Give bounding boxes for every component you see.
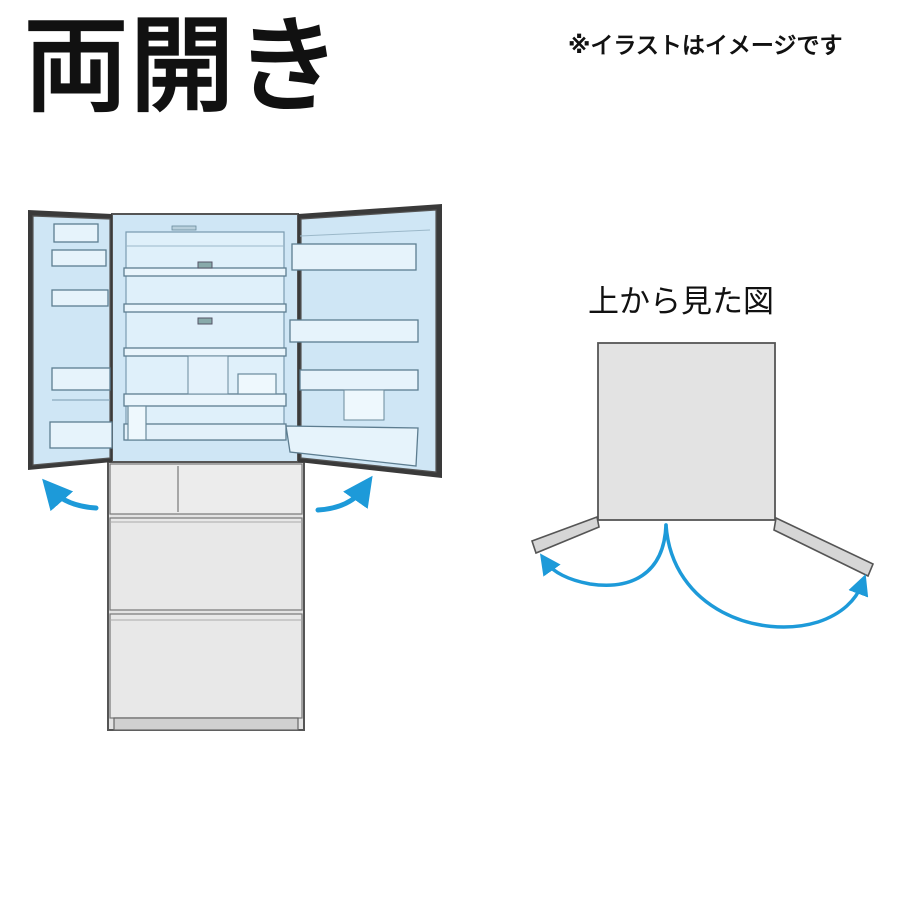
fridge-left-door (28, 210, 113, 470)
top-view-left-door (530, 515, 600, 555)
swing-right-arrow-icon (664, 523, 869, 629)
fridge-drawer-body (107, 461, 305, 731)
top-view-right-door (773, 516, 875, 578)
illustration-note: ※イラストはイメージです (568, 33, 843, 59)
page-title: 両開き (24, 5, 343, 127)
top-view-cabinet (597, 342, 776, 521)
top-view-diagram (530, 342, 875, 629)
swing-left-arrow-icon (539, 523, 668, 587)
top-view-label: 上から見た図 (588, 284, 774, 320)
open-right-arrow-icon (315, 475, 373, 513)
fridge-illustration (28, 204, 442, 731)
fridge-cabinet (111, 213, 299, 463)
fridge-right-door (285, 204, 442, 478)
open-left-arrow-icon (42, 478, 99, 512)
